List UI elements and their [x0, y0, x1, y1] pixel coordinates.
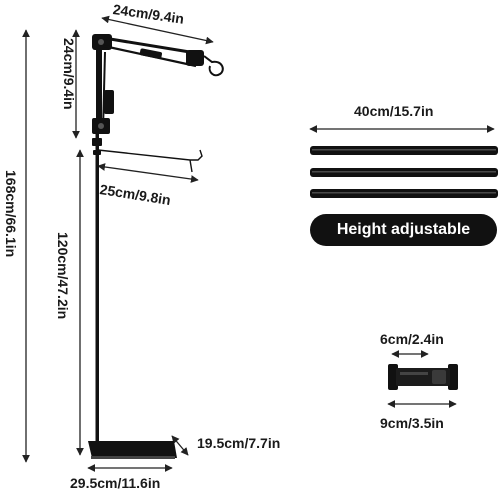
extension-rods	[310, 146, 498, 198]
base-width-label: 29.5cm/11.6in	[70, 475, 161, 491]
stand-base	[88, 441, 177, 458]
dimension-lines	[22, 15, 495, 472]
height-adjustable-badge: Height adjustable	[310, 214, 497, 246]
arm-height-label: 24cm/9.4in	[61, 38, 77, 110]
holder-wire-arm	[97, 149, 203, 173]
clamp-min-label: 6cm/2.4in	[380, 331, 444, 347]
phone-clamp	[388, 364, 458, 390]
holder-arm-dimension	[97, 163, 199, 183]
stand-pole	[95, 120, 99, 442]
rod-length-label: 40cm/15.7in	[354, 103, 434, 119]
badge-text: Height adjustable	[336, 221, 471, 238]
total-height-label: 168cm/66.1in	[3, 170, 19, 258]
base-depth-dimension	[171, 435, 189, 456]
pole-height-label: 120cm/47.2in	[55, 232, 71, 320]
arm-length-dimension	[101, 15, 214, 45]
clamp-max-label: 9cm/3.5in	[380, 415, 444, 431]
hook	[203, 55, 224, 77]
base-depth-label: 19.5cm/7.7in	[197, 435, 281, 451]
floor-stand	[88, 34, 224, 459]
